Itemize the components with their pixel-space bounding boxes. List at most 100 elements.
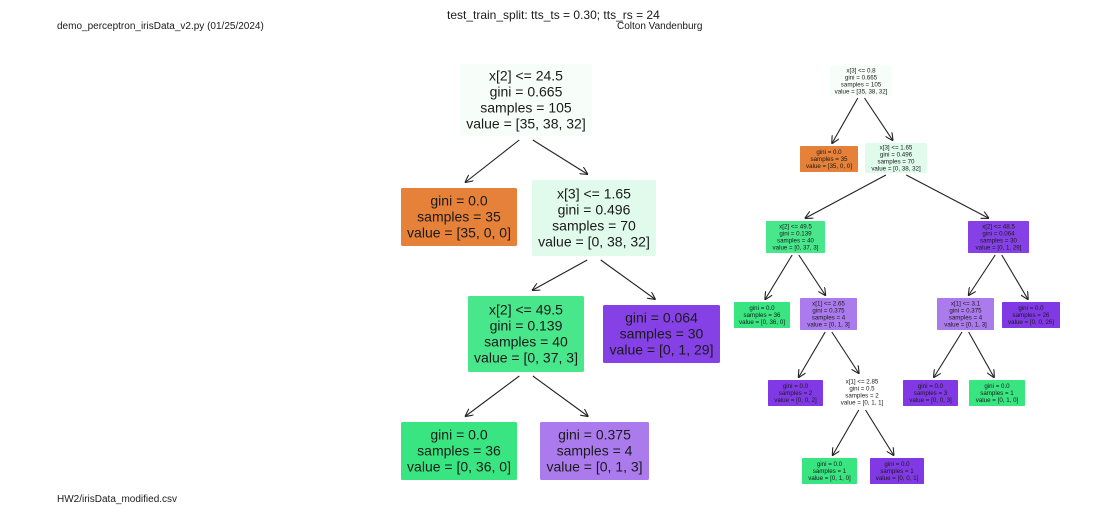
node-box: [800, 146, 858, 172]
node-label-line: samples = 30: [620, 325, 704, 341]
node-label-line: value = [0, 38, 32]: [538, 233, 650, 249]
node-label-line: value = [35, 38, 32]: [466, 115, 585, 131]
node-label-line: value = [0, 1, 3]: [944, 321, 987, 328]
node-label-line: samples = 2: [779, 390, 813, 397]
node-label-line: samples = 4: [557, 442, 633, 458]
node-label-line: samples = 1: [980, 390, 1014, 397]
node-label-line: value = [0, 1, 0]: [808, 475, 851, 482]
node-box: [401, 188, 517, 246]
author-name: Colton Vandenburg: [617, 21, 703, 32]
node-label-line: gini = 0.0: [918, 383, 944, 390]
node-label-line: samples = 105: [841, 81, 882, 88]
tree-edge-b7-b12: [968, 331, 994, 377]
node-label-line: value = [0, 1, 29]: [976, 244, 1022, 251]
node-label-line: gini = 0.139: [779, 230, 812, 237]
node-label-line: gini = 0.0: [884, 461, 910, 468]
node-label-line: x[3] <= 0.8: [846, 67, 876, 74]
node-label-line: gini = 0.665: [490, 83, 563, 99]
tree-edge-b2-b3: [806, 174, 887, 218]
node-label-line: value = [0, 1, 3]: [546, 458, 642, 474]
node-box: [802, 458, 857, 484]
tree-edge-b6-b9: [799, 331, 826, 377]
node-label-line: gini = 0.139: [490, 317, 563, 333]
node-label-line: gini = 0.0: [430, 192, 487, 208]
node-label-line: gini = 0.665: [845, 74, 878, 81]
node-label-line: gini = 0.0: [816, 149, 842, 156]
node-label-line: value = [35, 0, 0]: [407, 224, 511, 240]
node-box: [800, 298, 857, 330]
node-label-line: samples = 35: [811, 156, 849, 163]
node-label-line: x[3] <= 1.65: [557, 185, 631, 201]
node-box: [1002, 302, 1060, 328]
tree-edge-b4-b7: [969, 254, 996, 295]
node-label-line: gini = 0.064: [982, 230, 1015, 237]
node-label-line: value = [0, 37, 3]: [474, 349, 578, 365]
tree-edge-b0-b1: [832, 97, 859, 143]
node-label-line: value = [0, 38, 32]: [871, 165, 921, 172]
node-label-line: gini = 0.496: [558, 201, 631, 217]
node-box: [969, 380, 1025, 406]
node-label-line: value = [0, 0, 3]: [909, 397, 952, 404]
node-label-line: gini = 0.375: [949, 307, 982, 314]
data-file-path: HW2/irisData_modified.csv: [57, 494, 178, 505]
node-label-line: samples = 40: [484, 333, 568, 349]
tree-edge-b4-b8: [1001, 254, 1028, 299]
node-label-line: value = [0, 36, 0]: [739, 319, 785, 326]
node-box: [734, 302, 790, 328]
tree-edge-s0-s1: [466, 139, 520, 182]
node-label-line: gini = 0.064: [625, 309, 698, 325]
figure-title: test_train_split: tts_ts = 0.30; tts_rs …: [447, 8, 660, 22]
node-label-line: x[2] <= 24.5: [489, 67, 563, 83]
node-box: [865, 143, 927, 173]
node-label-line: samples = 70: [878, 158, 916, 165]
node-label-line: x[1] <= 2.65: [812, 300, 845, 307]
node-label-line: x[2] <= 49.5: [779, 223, 812, 230]
node-box: [870, 458, 924, 484]
tree-edge-b6-b10: [831, 331, 859, 373]
tree-edge-s2-s3: [533, 259, 588, 290]
node-label-line: samples = 40: [777, 237, 815, 244]
node-label-line: samples = 36: [417, 442, 501, 458]
node-box: [937, 298, 994, 330]
script-name: demo_perceptron_irisData_v2.py (01/25/20…: [57, 21, 264, 32]
node-label-line: value = [35, 38, 32]: [835, 88, 888, 95]
node-label-line: samples = 1: [813, 468, 847, 475]
node-box: [468, 296, 584, 372]
node-label-line: value = [0, 1, 0]: [976, 397, 1019, 404]
node-box: [401, 422, 517, 480]
node-box: [830, 66, 892, 96]
node-label-line: gini = 0.0: [749, 305, 775, 312]
tree-edge-b3-b5: [765, 254, 793, 299]
node-label-line: value = [0, 1, 3]: [807, 321, 850, 328]
node-box: [766, 221, 825, 253]
node-label-line: gini = 0.0: [817, 461, 843, 468]
tree-edge-s3-s5: [466, 375, 520, 416]
tree-edge-b3-b6: [798, 254, 825, 295]
tree-edge-b10-b14: [865, 409, 894, 455]
node-label-line: x[1] <= 2.85: [846, 378, 879, 385]
node-box: [540, 422, 649, 480]
node-label-line: gini = 0.0: [430, 426, 487, 442]
tree-edge-b10-b13: [833, 409, 860, 455]
tree-edge-s2-s4: [600, 259, 655, 299]
node-box: [768, 380, 823, 406]
node-label-line: samples = 105: [480, 99, 572, 115]
node-label-line: samples = 4: [949, 314, 983, 321]
node-box: [460, 64, 592, 136]
